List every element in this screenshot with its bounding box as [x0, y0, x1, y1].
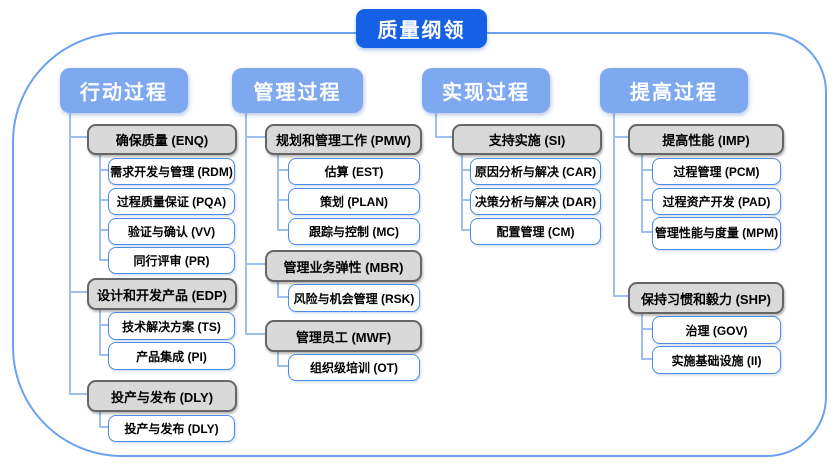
- connector-line: [461, 229, 470, 231]
- node-pcm: 过程管理 (PCM): [652, 158, 781, 185]
- node-cm: 配置管理 (CM): [470, 218, 601, 245]
- connector-line: [461, 151, 463, 231]
- connector-line: [461, 169, 470, 171]
- node-enq: 确保质量 (ENQ): [87, 124, 237, 155]
- node-car: 原因分析与解决 (CAR): [470, 158, 601, 185]
- connector-line: [99, 324, 108, 326]
- connector-line: [99, 259, 108, 261]
- node-gov: 治理 (GOV): [652, 316, 781, 344]
- connector-line: [99, 408, 101, 428]
- node-mwf: 管理员工 (MWF): [265, 320, 422, 352]
- connector-line: [435, 136, 452, 138]
- connector-line: [613, 113, 615, 297]
- node-mpm: 管理性能与度量 (MPM): [652, 217, 781, 250]
- node-pad: 过程资产开发 (PAD): [652, 188, 781, 215]
- connector-line: [641, 358, 652, 360]
- node-dly: 投产与发布 (DLY): [87, 380, 237, 412]
- node-shp: 保持习惯和毅力 (SHP): [628, 282, 784, 314]
- connector-line: [69, 113, 71, 394]
- connector-line: [99, 169, 108, 171]
- node-est: 估算 (EST): [288, 158, 420, 185]
- connector-line: [613, 295, 628, 297]
- connector-line: [277, 348, 279, 367]
- node-vv: 验证与确认 (VV): [108, 218, 235, 245]
- connector-line: [461, 199, 470, 201]
- connector-line: [69, 136, 87, 138]
- node-mbr: 管理业务弹性 (MBR): [265, 250, 422, 282]
- header-action-process: 行动过程: [60, 68, 188, 113]
- connector-line: [245, 113, 247, 334]
- connector-line: [99, 199, 108, 201]
- connector-line: [641, 310, 643, 360]
- connector-line: [277, 169, 288, 171]
- node-ii: 实施基础设施 (II): [652, 346, 781, 374]
- connector-line: [277, 229, 288, 231]
- connector-line: [435, 113, 437, 138]
- node-pr: 同行评审 (PR): [108, 247, 235, 274]
- header-management-process: 管理过程: [232, 68, 363, 113]
- connector-line: [245, 136, 265, 138]
- node-si: 支持实施 (SI): [452, 124, 602, 155]
- connector-line: [99, 426, 108, 428]
- connector-line: [613, 136, 628, 138]
- connector-line: [69, 393, 87, 395]
- node-rdm: 需求开发与管理 (RDM): [108, 158, 235, 185]
- node-dly-child: 投产与发布 (DLY): [108, 415, 235, 442]
- connector-line: [277, 199, 288, 201]
- connector-line: [641, 169, 652, 171]
- connector-line: [69, 291, 87, 293]
- node-plan: 策划 (PLAN): [288, 188, 420, 215]
- connector-line: [99, 229, 108, 231]
- connector-line: [99, 151, 101, 261]
- connector-line: [99, 306, 101, 356]
- header-improvement-process: 提高过程: [600, 68, 748, 113]
- node-pmw: 规划和管理工作 (PMW): [265, 124, 422, 155]
- connector-line: [641, 199, 652, 201]
- connector-line: [641, 231, 652, 233]
- node-pi: 产品集成 (PI): [108, 342, 235, 370]
- node-ot: 组织级培训 (OT): [288, 354, 420, 381]
- node-pqa: 过程质量保证 (PQA): [108, 188, 235, 215]
- diagram-title: 质量纲领: [356, 9, 487, 48]
- node-mc: 跟踪与控制 (MC): [288, 218, 420, 245]
- node-rsk: 风险与机会管理 (RSK): [288, 284, 420, 312]
- connector-line: [641, 328, 652, 330]
- connector-line: [277, 151, 279, 231]
- connector-line: [245, 333, 265, 335]
- header-realization-process: 实现过程: [422, 68, 550, 113]
- node-edp: 设计和开发产品 (EDP): [87, 278, 237, 310]
- connector-line: [99, 354, 108, 356]
- node-imp: 提高性能 (IMP): [628, 124, 784, 155]
- connector-line: [641, 151, 643, 233]
- connector-line: [277, 365, 288, 367]
- connector-line: [277, 278, 279, 298]
- connector-line: [245, 263, 265, 265]
- connector-line: [277, 296, 288, 298]
- node-dar: 决策分析与解决 (DAR): [470, 188, 601, 215]
- node-ts: 技术解决方案 (TS): [108, 312, 235, 340]
